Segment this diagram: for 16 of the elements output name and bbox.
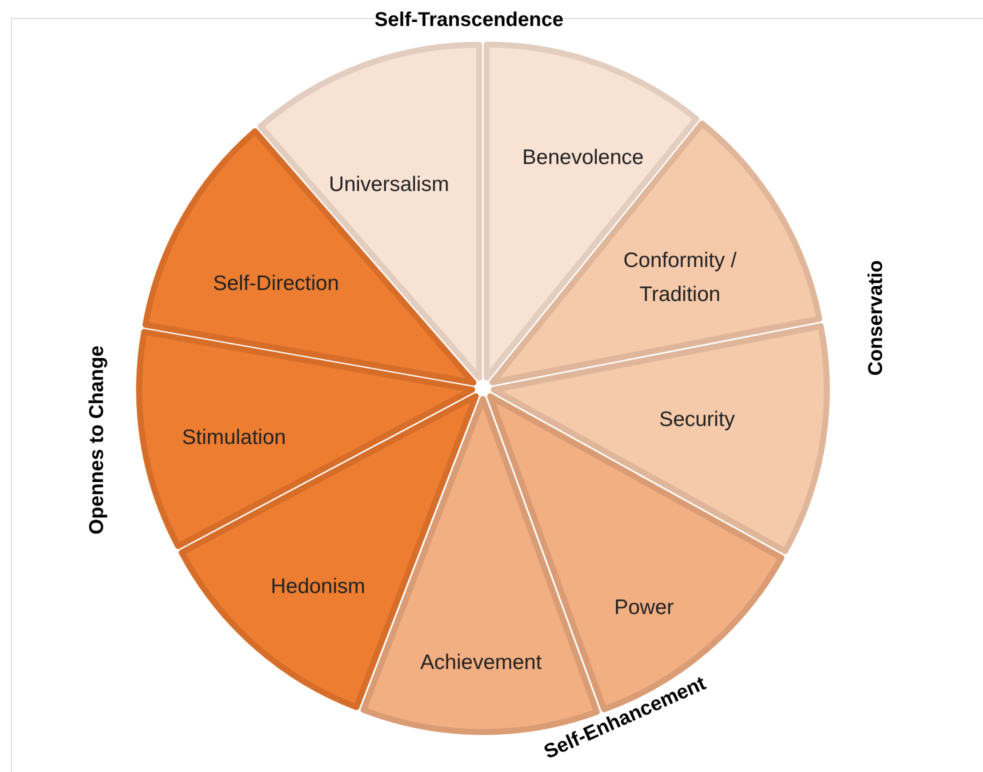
- group-label: Conservatio: [864, 260, 888, 376]
- slice-label: Hedonism: [270, 574, 366, 600]
- group-label: Self-Transcendence: [374, 8, 564, 33]
- slice-label: Self-Direction: [212, 271, 340, 297]
- group-label: Opennes to Change: [85, 346, 109, 534]
- pie-slice: [490, 323, 830, 554]
- slice-label: Universalism: [328, 172, 450, 198]
- slice-label: Achievement: [420, 650, 542, 676]
- slice-label: Security: [659, 407, 735, 433]
- pie-slice: [142, 128, 476, 386]
- pie-slice: [489, 120, 822, 386]
- slice-label: Power: [614, 595, 674, 621]
- pie-slice: [136, 328, 476, 550]
- slice-label: Stimulation: [182, 425, 286, 451]
- slice-label: Conformity / Tradition: [622, 248, 738, 308]
- slice-label: Benevolence: [522, 145, 644, 171]
